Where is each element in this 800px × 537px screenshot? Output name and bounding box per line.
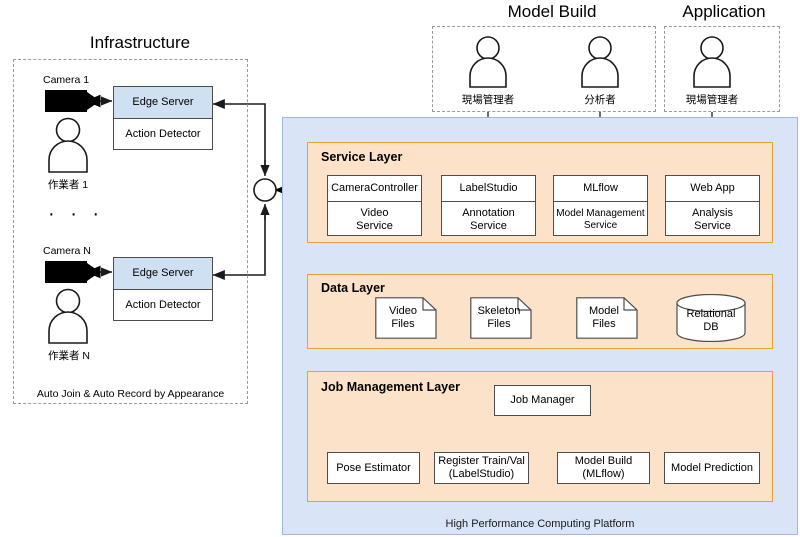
service-box-labelstudio[interactable]: LabelStudio Annotation Service [441, 175, 536, 236]
job-box-pose-estimator[interactable]: Pose Estimator [327, 452, 420, 484]
mlflow-title: MLflow [554, 176, 647, 202]
cameracontroller-title: CameraController [328, 176, 421, 202]
worker-1-label: 作業者 1 [47, 179, 89, 191]
camera-1-label: Camera 1 [43, 74, 90, 86]
video-service-label: Video Service [356, 206, 393, 232]
data-layer-title: Data Layer [321, 281, 385, 295]
model-build-group-title: Model Build [507, 2, 597, 21]
database-cylinder-icon [676, 293, 746, 343]
model-management-service-label: Model Management Service [556, 208, 645, 231]
application-actor-label: 現場管理者 [685, 94, 739, 106]
job-box-register-train-val[interactable]: Register Train/Val (LabelStudio) [434, 452, 529, 484]
data-node-model-files[interactable]: Model Files [576, 297, 638, 339]
infrastructure-group [13, 59, 248, 404]
model-build-actor-1-avatar [469, 36, 507, 88]
application-actor-avatar [693, 36, 731, 88]
infrastructure-ellipsis: · · · [48, 203, 105, 225]
model-files-label: Model Files [589, 305, 619, 330]
service-layer-title: Service Layer [321, 150, 403, 164]
service-box-cameracontroller[interactable]: CameraController Video Service [327, 175, 422, 236]
skeleton-files-label: Skeleton Files [477, 305, 521, 330]
data-node-relational-db[interactable]: Relational DB [676, 293, 746, 343]
model-build-group [432, 26, 656, 112]
service-box-webapp[interactable]: Web App Analysis Service [665, 175, 760, 236]
model-build-actor-2-avatar [581, 36, 619, 88]
labelstudio-title: LabelStudio [442, 176, 535, 202]
model-build-actor-1-label: 現場管理者 [461, 94, 515, 106]
document-icon [576, 297, 638, 339]
camera-1-icon [45, 90, 100, 112]
camera-n-label: Camera N [43, 245, 91, 257]
edge-server-1-title: Edge Server [114, 87, 212, 119]
data-node-video-files[interactable]: Video Files [375, 297, 437, 339]
worker-1-avatar [48, 117, 88, 173]
job-box-model-prediction[interactable]: Model Prediction [664, 452, 760, 484]
webapp-title: Web App [666, 176, 759, 202]
action-detector-1: Action Detector [125, 128, 201, 141]
job-manager-box[interactable]: Job Manager [494, 385, 591, 416]
application-group [664, 26, 780, 112]
relational-db-label: Relational DB [686, 308, 736, 333]
application-group-title: Application [682, 2, 766, 21]
edge-server-1[interactable]: Edge Server Action Detector [113, 86, 213, 150]
annotation-service-label: Annotation Service [462, 206, 515, 232]
data-node-skeleton-files[interactable]: Skeleton Files [470, 297, 532, 339]
document-icon [470, 297, 532, 339]
edge-server-n-title: Edge Server [114, 258, 212, 290]
video-files-label: Video Files [389, 305, 417, 330]
worker-n-label: 作業者 N [48, 350, 90, 362]
analysis-service-label: Analysis Service [692, 206, 733, 232]
service-box-mlflow[interactable]: MLflow Model Management Service [553, 175, 648, 236]
action-detector-n: Action Detector [125, 299, 201, 312]
model-build-actor-2-label: 分析者 [584, 94, 616, 106]
worker-n-avatar [48, 288, 88, 344]
hpc-platform-label: High Performance Computing Platform [445, 518, 635, 530]
camera-n-icon [45, 261, 100, 283]
job-management-layer-title: Job Management Layer [321, 380, 460, 394]
infrastructure-group-title: Infrastructure [89, 33, 191, 52]
hub-connector-node [253, 178, 277, 202]
job-manager-label: Job Manager [510, 394, 575, 407]
edge-server-n[interactable]: Edge Server Action Detector [113, 257, 213, 321]
document-icon [375, 297, 437, 339]
job-box-model-build[interactable]: Model Build (MLflow) [557, 452, 650, 484]
infrastructure-footer-note: Auto Join & Auto Record by Appearance [36, 388, 225, 400]
